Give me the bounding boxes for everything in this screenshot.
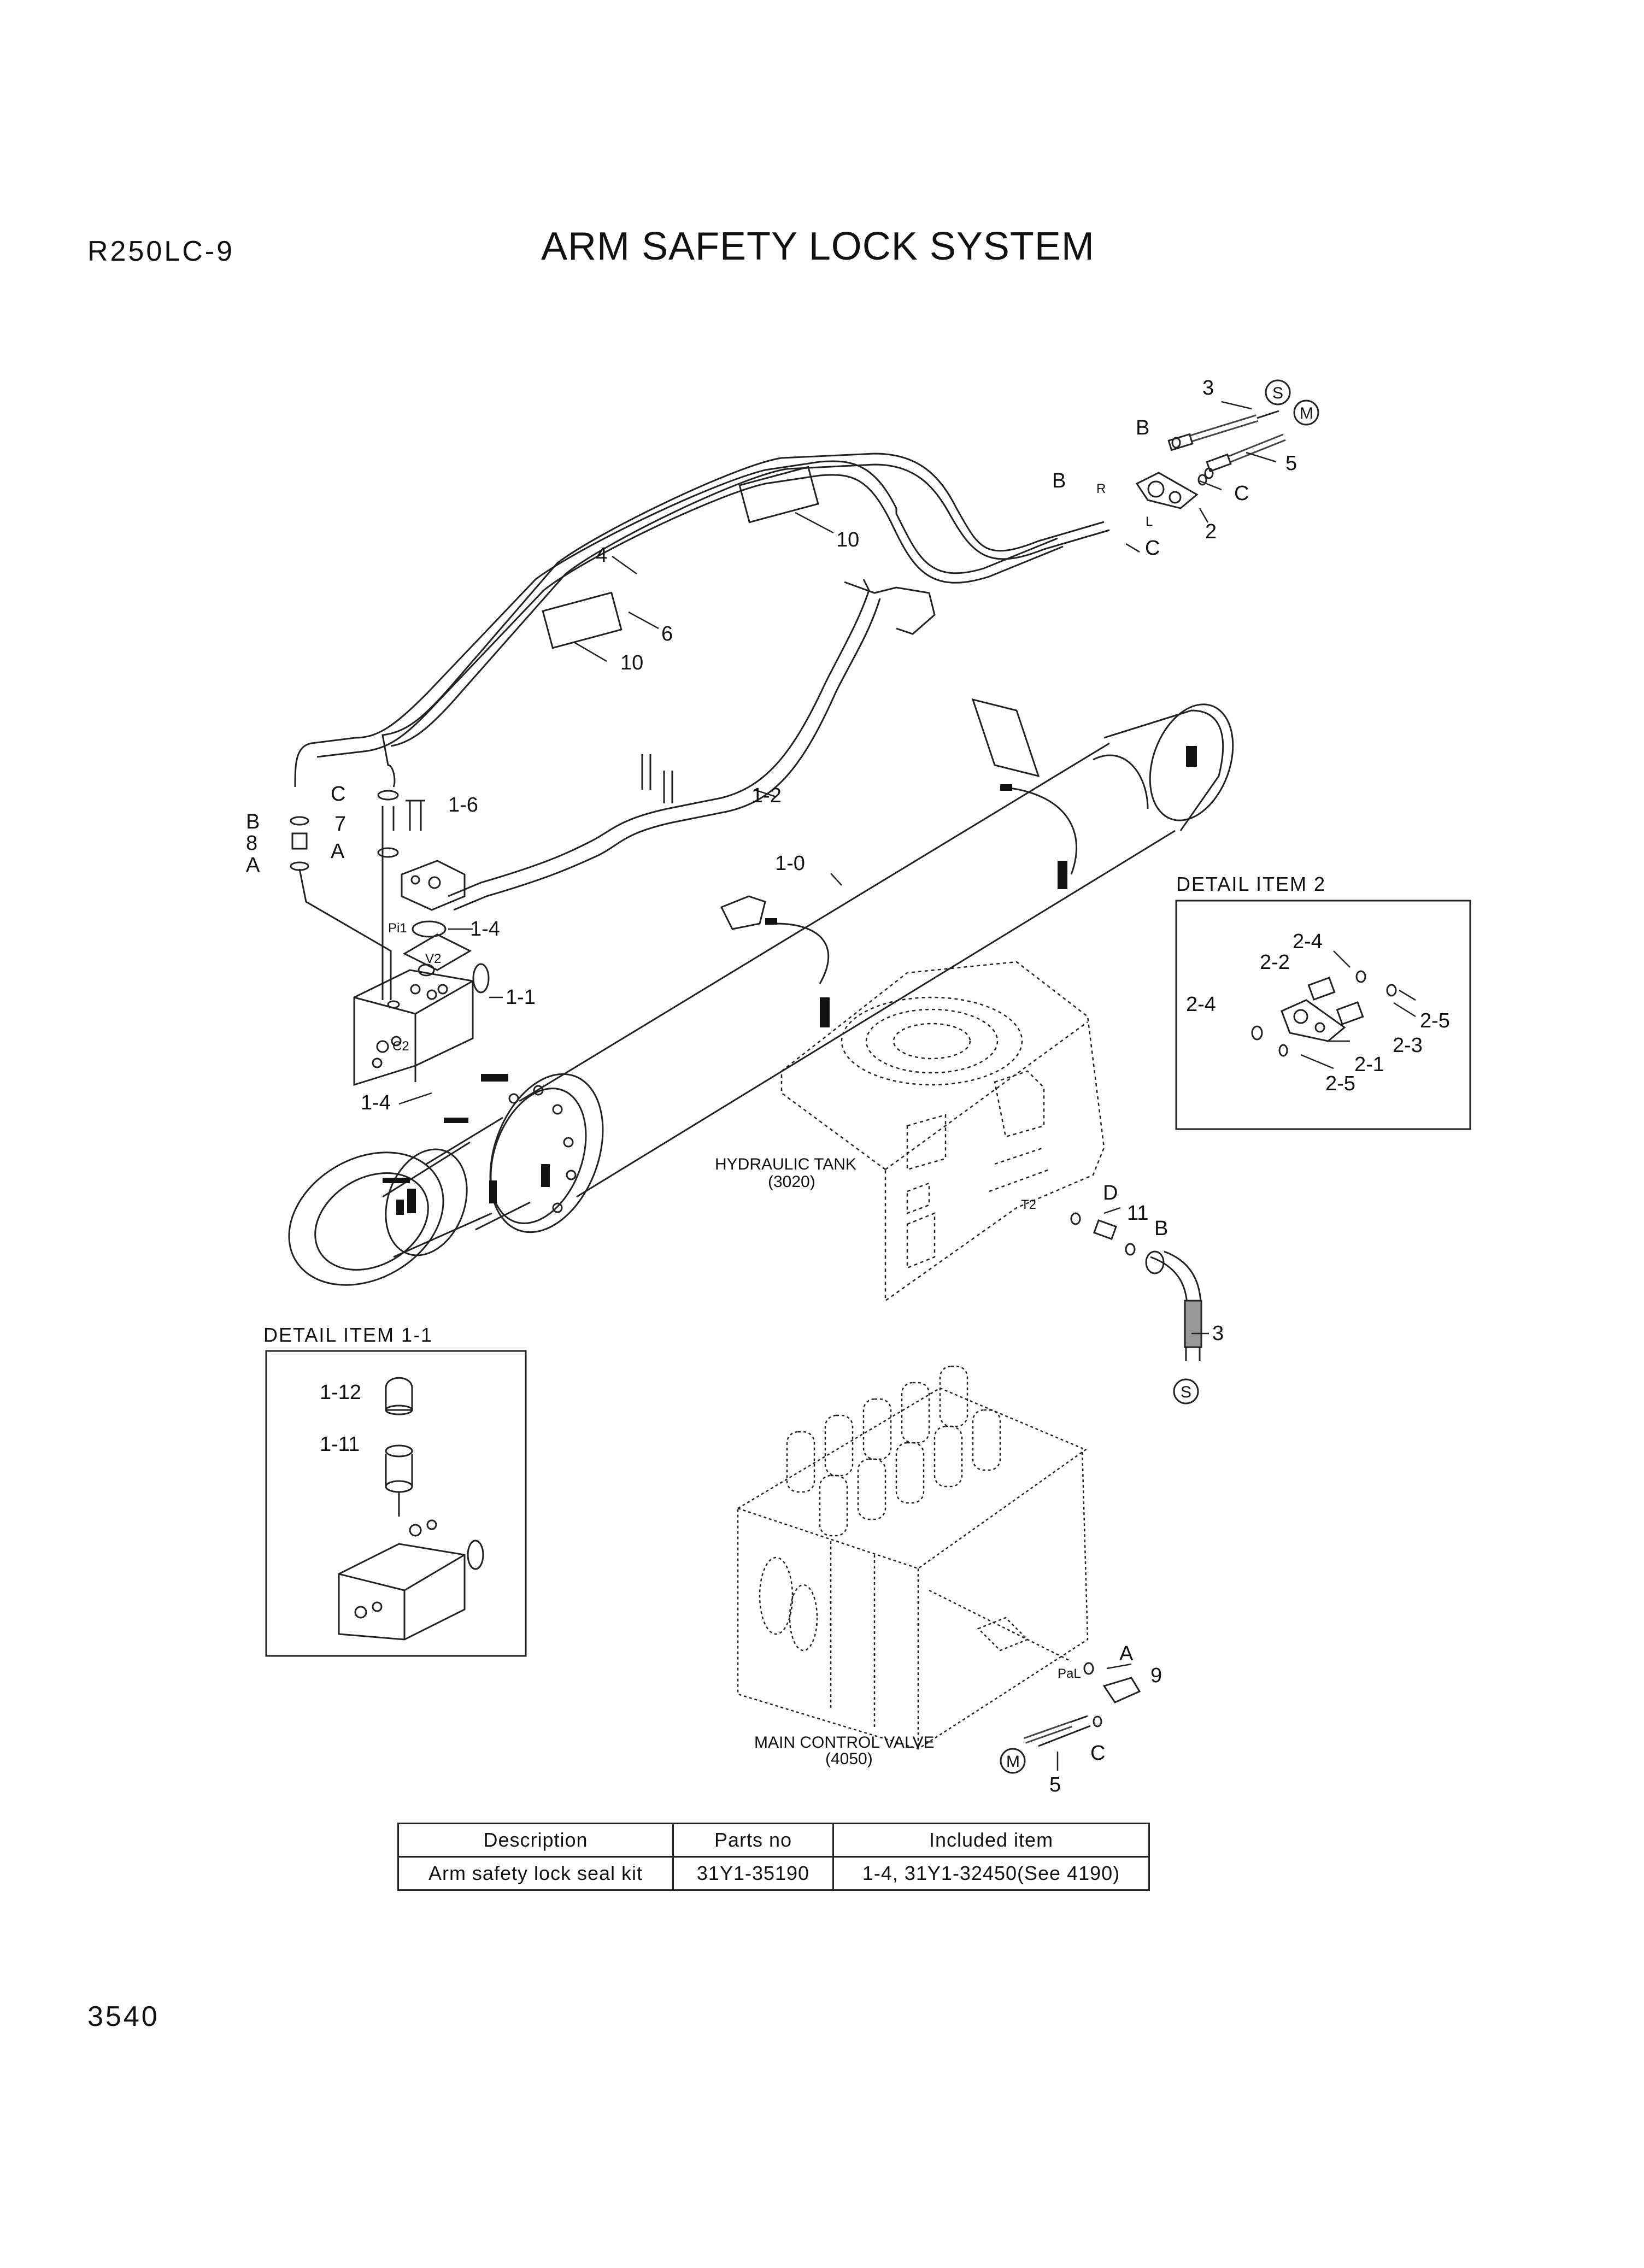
callout-b-lower: B [1052, 469, 1066, 492]
callout-1-4-bottom: 1-4 [361, 1091, 391, 1114]
callout-8: 8 [246, 832, 257, 855]
callout-5-bottom: 5 [1049, 1773, 1061, 1796]
callout-9: 9 [1150, 1664, 1162, 1687]
callout-c-left: C [1145, 537, 1160, 560]
cell-description: Arm safety lock seal kit [397, 1856, 674, 1891]
clamp-10-lower [542, 591, 623, 649]
cell-included-item: 1-4, 31Y1-32450(See 4190) [832, 1856, 1150, 1891]
fitting-block-1-6 [377, 790, 466, 938]
callout-2-5-bottom: 2-5 [1325, 1072, 1355, 1095]
col-description: Description [397, 1823, 674, 1858]
hose-3-top [1167, 410, 1279, 451]
mcv-label: MAIN CONTROL VALVE [754, 1734, 935, 1752]
parts-table-header-row: Description Parts no Included item [397, 1823, 1150, 1858]
table-row: Arm safety lock seal kit 31Y1-35190 1-4,… [397, 1856, 1150, 1891]
callout-t2: T2 [1021, 1197, 1036, 1212]
callout-c-mcv: C [1090, 1742, 1105, 1765]
callout-l: L [1146, 514, 1153, 529]
callout-a-left: A [246, 854, 260, 877]
callout-v2: V2 [425, 951, 441, 966]
callout-a-mcv: A [1119, 1642, 1134, 1665]
parts-table: Description Parts no Included item Arm s… [397, 1823, 1150, 1891]
detail-item-1-1-box [265, 1350, 527, 1657]
callout-r: R [1096, 481, 1106, 496]
callout-5-top: 5 [1285, 452, 1297, 475]
callout-1-4-top: 1-4 [470, 918, 500, 941]
callout-7: 7 [334, 813, 346, 836]
callout-pi1: Pi1 [388, 921, 407, 936]
bracket-item-2 [1135, 437, 1214, 509]
callout-10-upper: 10 [836, 528, 859, 551]
callout-10-lower: 10 [620, 651, 643, 674]
main-control-valve [737, 1365, 1089, 1750]
page-title: ARM SAFETY LOCK SYSTEM [541, 225, 1095, 268]
detail-item-2-box [1175, 900, 1471, 1130]
leader-lines [398, 401, 1416, 1771]
callout-2-4-top: 2-4 [1293, 930, 1323, 953]
callout-s-top: S [1272, 384, 1283, 402]
callout-m-top: M [1300, 404, 1313, 422]
detail-item-1-1-title: DETAIL ITEM 1-1 [263, 1324, 433, 1346]
model-code: R250LC-9 [87, 236, 235, 267]
callout-s-bottom: S [1181, 1383, 1191, 1401]
detail-item-2-drawing [1251, 970, 1397, 1057]
callout-m-bottom: M [1006, 1753, 1020, 1771]
cell-parts-no: 31Y1-35190 [672, 1856, 834, 1891]
pipe-1-2 [448, 579, 936, 911]
hose-5-top [1206, 433, 1286, 473]
callout-c-block: C [331, 783, 345, 806]
callout-pal: PaL [1058, 1666, 1081, 1681]
fitting-8 [290, 816, 392, 1000]
callout-1-11: 1-11 [320, 1433, 360, 1456]
hydraulic-tank-label: HYDRAULIC TANK [715, 1155, 856, 1173]
valve-block-1-1 [353, 933, 490, 1086]
mcv-ref: (4050) [825, 1750, 873, 1768]
col-included-item: Included item [832, 1823, 1150, 1858]
callout-1-1: 1-1 [506, 986, 536, 1009]
callout-6: 6 [661, 622, 673, 645]
callout-2-2: 2-2 [1260, 951, 1290, 974]
callout-2-3: 2-3 [1393, 1034, 1423, 1057]
callout-2-5-right: 2-5 [1420, 1009, 1450, 1032]
callout-s-circle-bottom [1173, 1378, 1199, 1405]
mcv-port-fittings [1024, 1662, 1141, 1747]
callout-m-circle-top [1293, 399, 1319, 426]
callout-b-tank: B [1154, 1217, 1168, 1240]
callout-s-circle-top [1265, 379, 1291, 406]
detail-item-1-1-drawing [338, 1377, 484, 1641]
arm-cylinder-1-0 [288, 698, 1234, 1286]
callout-d: D [1103, 1182, 1118, 1204]
detail-item-2-title: DETAIL ITEM 2 [1176, 873, 1326, 895]
callout-2: 2 [1205, 520, 1217, 543]
hose-pipe-4-6 [294, 453, 1110, 788]
callout-2-4-left: 2-4 [1186, 993, 1216, 1016]
callout-1-6: 1-6 [448, 794, 478, 816]
callout-c2: C2 [392, 1039, 409, 1054]
callout-b-upper: B [1136, 416, 1149, 439]
callout-b-left: B [246, 810, 260, 833]
callout-1-0: 1-0 [775, 852, 805, 875]
col-parts-no: Parts no [672, 1823, 834, 1858]
callout-11: 11 [1127, 1202, 1148, 1225]
callout-m-circle-bottom [1000, 1748, 1026, 1774]
hydraulic-tank-ref: (3020) [768, 1173, 815, 1191]
callout-c-right: C [1234, 482, 1249, 505]
callout-a-block: A [331, 840, 345, 863]
tank-port-fittings [1070, 1212, 1202, 1361]
cylinder-band-marks [383, 746, 1197, 1215]
callout-3-top: 3 [1202, 377, 1214, 399]
callout-3-bottom: 3 [1212, 1322, 1224, 1345]
clamp-10-upper [738, 466, 819, 524]
callout-4: 4 [596, 544, 607, 567]
callout-2-1: 2-1 [1354, 1053, 1384, 1076]
hydraulic-tank [780, 961, 1105, 1302]
callout-1-2: 1-2 [751, 784, 782, 807]
callout-1-12: 1-12 [320, 1381, 361, 1404]
page-number: 3540 [87, 2001, 160, 2032]
